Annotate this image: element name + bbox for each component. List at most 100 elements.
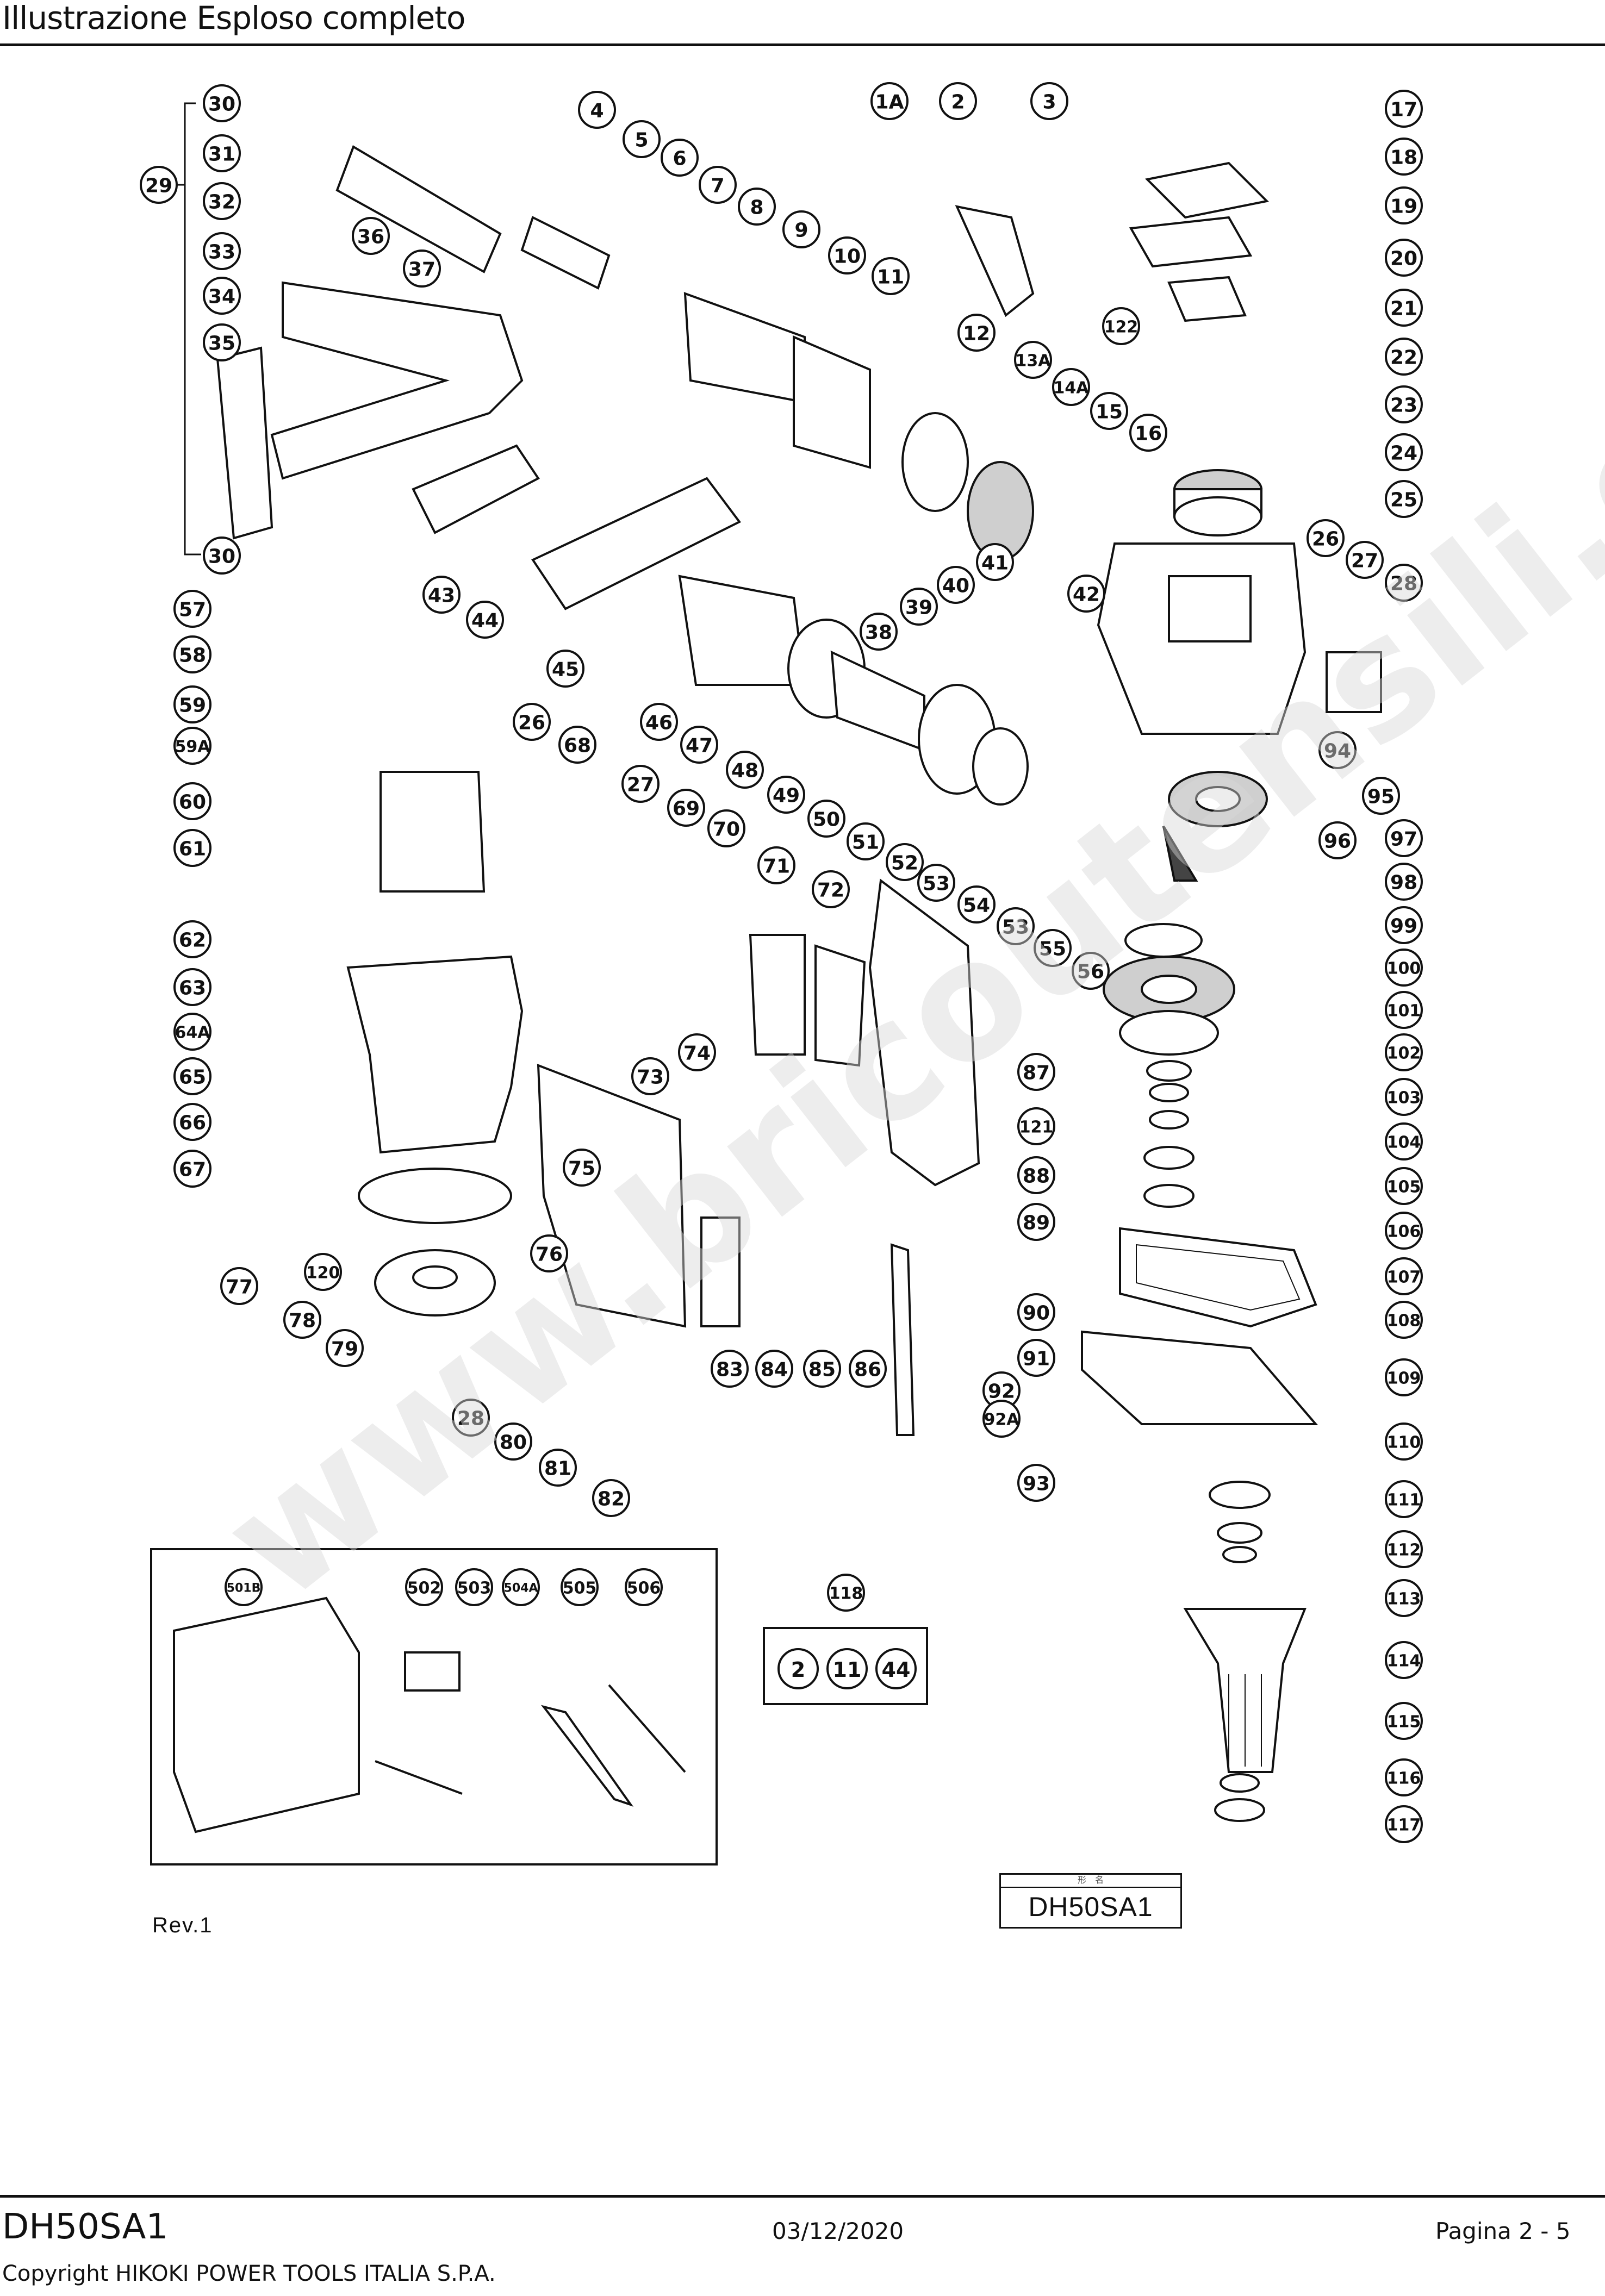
callout-label: 116 xyxy=(1387,1769,1421,1788)
callout-label: 41 xyxy=(981,552,1009,575)
kit-item-label: 44 xyxy=(882,1658,911,1682)
callout-56: 56 xyxy=(1072,952,1110,990)
callout-53: 53 xyxy=(997,907,1035,945)
callout-label: 501B xyxy=(227,1582,261,1595)
callout-13A: 13A xyxy=(1014,341,1052,379)
callout-label: 120 xyxy=(306,1264,340,1283)
footer-page-number: Pagina 2 - 5 xyxy=(1435,2218,1571,2244)
kit-118-item-2: 2 xyxy=(777,1648,819,1689)
callout-38: 38 xyxy=(860,613,898,651)
callout-label: 34 xyxy=(208,286,235,308)
callout-label: 57 xyxy=(179,599,206,621)
inner-cover xyxy=(1081,1330,1318,1425)
callout-505: 505 xyxy=(561,1568,599,1606)
callout-100: 100 xyxy=(1385,949,1423,987)
callout-92: 92 xyxy=(982,1371,1021,1409)
callout-label: 56 xyxy=(1077,961,1104,983)
footer-rule xyxy=(0,2195,1605,2198)
callout-28: 28 xyxy=(452,1399,490,1437)
callout-94: 94 xyxy=(1318,731,1357,769)
callout-25: 25 xyxy=(1385,480,1423,518)
callout-117: 117 xyxy=(1385,1805,1423,1843)
callout-label: 33 xyxy=(208,241,235,264)
callout-label: 7 xyxy=(711,175,724,197)
callout-label: 6 xyxy=(673,148,686,170)
callout-59A: 59A xyxy=(173,727,211,765)
callout-label: 28 xyxy=(1390,573,1417,595)
callout-label: 114 xyxy=(1387,1652,1421,1671)
callout-label: 83 xyxy=(716,1359,743,1381)
callout-96: 96 xyxy=(1318,821,1357,859)
callout-label: 52 xyxy=(891,852,918,875)
motor-housing xyxy=(346,955,524,1154)
kit-item-label: 11 xyxy=(833,1658,862,1682)
callout-label: 60 xyxy=(179,791,206,814)
callout-76: 76 xyxy=(530,1234,568,1272)
callout-label: 14A xyxy=(1054,379,1090,398)
callout-65: 65 xyxy=(173,1057,211,1095)
callout-501B: 501B xyxy=(225,1568,263,1606)
model-box-header: 形 名 xyxy=(1001,1875,1180,1888)
callout-61: 61 xyxy=(173,829,211,867)
callout-50: 50 xyxy=(807,800,845,838)
callout-label: 94 xyxy=(1324,740,1351,763)
callout-label: 75 xyxy=(568,1158,595,1180)
callout-2: 2 xyxy=(939,82,977,120)
callout-label: 87 xyxy=(1023,1062,1050,1084)
callout-label: 97 xyxy=(1390,828,1417,851)
callout-label: 96 xyxy=(1324,831,1351,853)
part-drawings xyxy=(150,102,1382,1866)
callout-label: 36 xyxy=(357,226,384,248)
callout-109: 109 xyxy=(1385,1358,1423,1396)
callout-105: 105 xyxy=(1385,1167,1423,1205)
callout-label: 78 xyxy=(289,1310,316,1332)
callout-label: 76 xyxy=(536,1244,563,1266)
callout-32: 32 xyxy=(203,182,241,220)
callout-33: 33 xyxy=(203,232,241,270)
callout-label: 17 xyxy=(1390,99,1417,121)
callout-503: 503 xyxy=(455,1568,493,1606)
callout-70: 70 xyxy=(707,809,745,847)
callout-label: 92 xyxy=(988,1381,1015,1403)
callout-40: 40 xyxy=(937,566,975,604)
callout-26: 26 xyxy=(1307,519,1345,557)
callout-28: 28 xyxy=(1385,564,1423,602)
callout-106: 106 xyxy=(1385,1212,1423,1250)
callout-label: 42 xyxy=(1073,584,1100,606)
callout-67: 67 xyxy=(173,1150,211,1188)
callout-74: 74 xyxy=(678,1033,716,1071)
page-title: Illustrazione Esploso completo xyxy=(2,0,465,36)
callout-label: 30 xyxy=(208,93,235,116)
callout-78: 78 xyxy=(283,1301,321,1339)
callout-30: 30 xyxy=(203,84,241,122)
callout-16: 16 xyxy=(1129,414,1167,452)
callout-label: 62 xyxy=(179,929,206,952)
callout-120: 120 xyxy=(304,1253,342,1291)
callout-label: 22 xyxy=(1390,347,1417,369)
callout-46: 46 xyxy=(640,703,678,741)
callout-29: 29 xyxy=(140,166,178,204)
callout-label: 32 xyxy=(208,191,235,214)
callout-107: 107 xyxy=(1385,1257,1423,1295)
callout-64A: 64A xyxy=(173,1013,211,1051)
callout-label: 12 xyxy=(963,323,990,345)
callout-85: 85 xyxy=(803,1350,841,1388)
callout-label: 11 xyxy=(877,266,904,289)
callout-label: 86 xyxy=(854,1359,881,1381)
callout-34: 34 xyxy=(203,277,241,315)
callout-18: 18 xyxy=(1385,138,1423,176)
callout-116: 116 xyxy=(1385,1758,1423,1796)
header-rule xyxy=(0,43,1605,46)
callout-81: 81 xyxy=(539,1449,577,1487)
callout-118: 118 xyxy=(827,1574,865,1612)
callout-63: 63 xyxy=(173,968,211,1006)
callout-27: 27 xyxy=(621,765,660,803)
callout-58: 58 xyxy=(173,635,211,673)
callout-label: 29 xyxy=(145,175,172,197)
carry-case xyxy=(173,1596,360,1833)
callout-79: 79 xyxy=(326,1329,364,1367)
callout-21: 21 xyxy=(1385,289,1423,327)
callout-36: 36 xyxy=(352,217,390,255)
callout-11: 11 xyxy=(872,257,910,295)
callout-4: 4 xyxy=(578,91,616,129)
